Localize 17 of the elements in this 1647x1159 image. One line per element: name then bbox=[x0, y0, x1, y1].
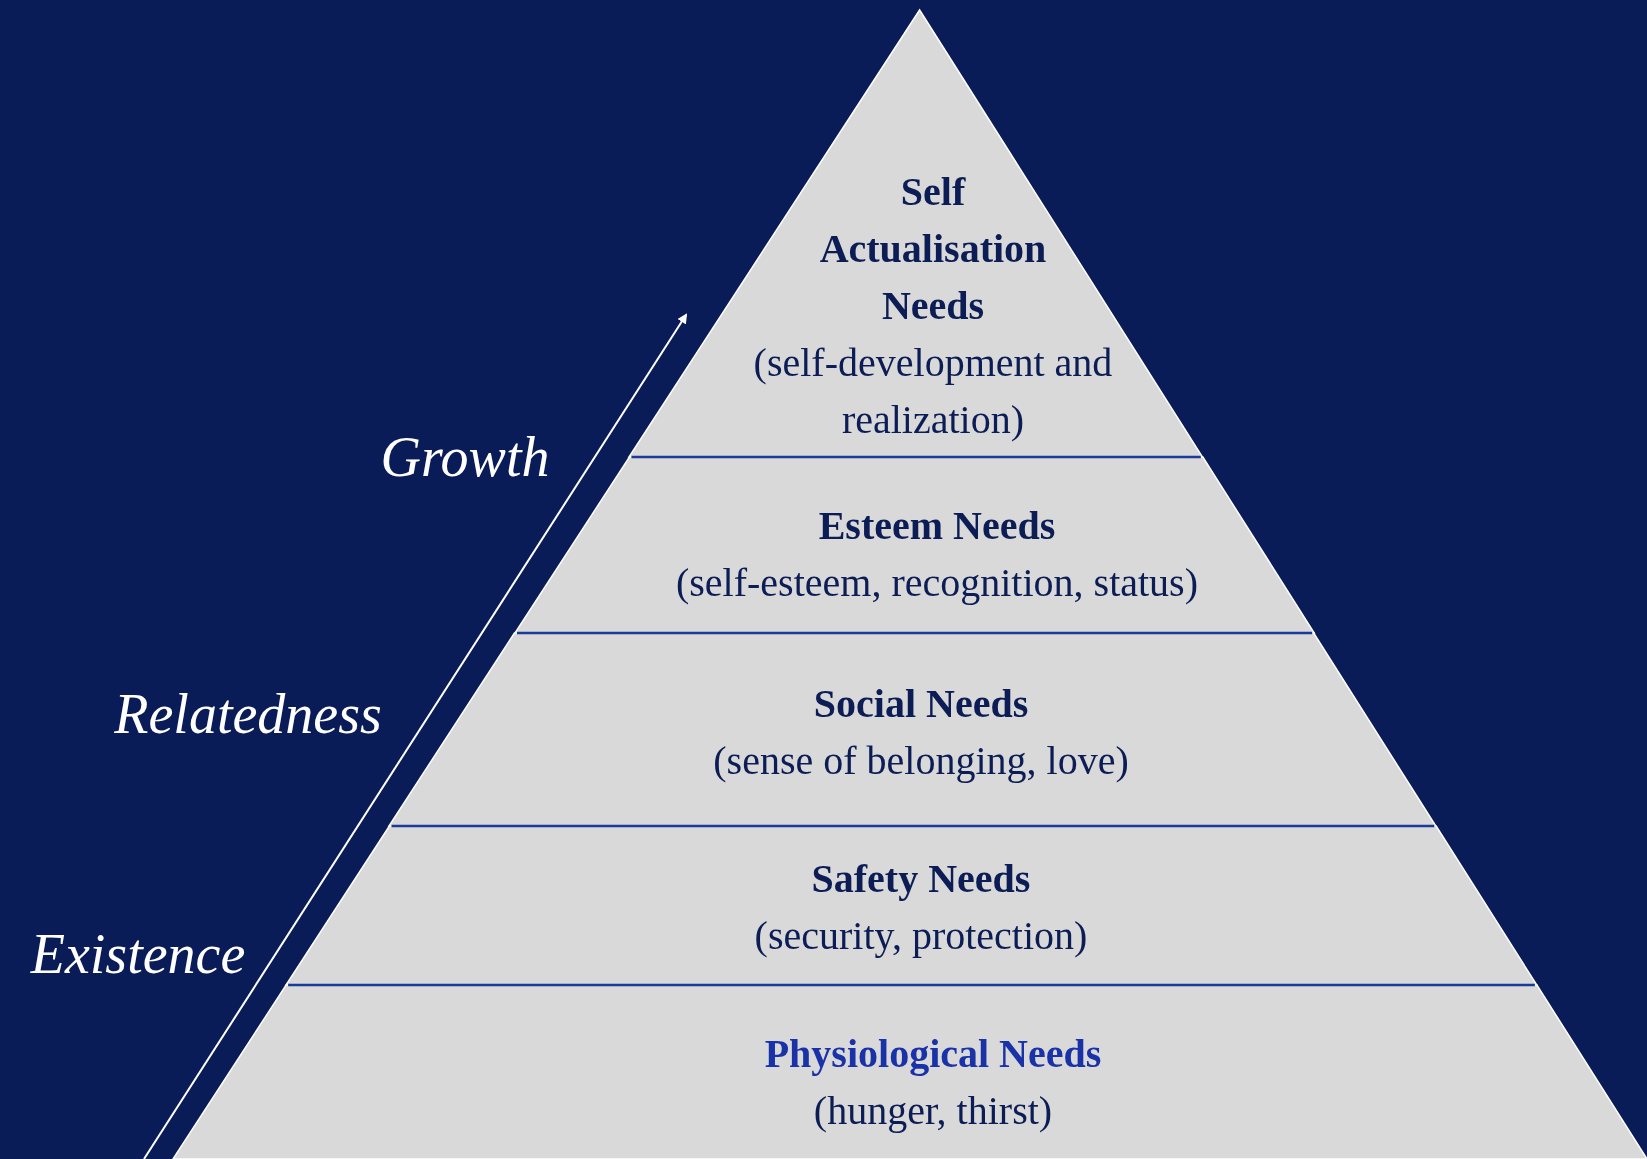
level-description: (self-esteem, recognition, status) bbox=[675, 559, 1198, 607]
level-heading: Social Needs bbox=[813, 680, 1029, 728]
pyramid-level bbox=[284, 825, 1539, 986]
level-heading: Safety Needs bbox=[811, 855, 1031, 903]
pyramid-level bbox=[171, 984, 1647, 1159]
level-group-label: Growth bbox=[380, 425, 550, 489]
level-heading: Self Actualisation Needs bbox=[818, 168, 1048, 330]
pyramid-level bbox=[628, 9, 1205, 458]
level-description: (hunger, thirst) bbox=[813, 1087, 1053, 1135]
level-group-label: Relatedness bbox=[114, 682, 382, 746]
level-description: (security, protection) bbox=[754, 912, 1088, 960]
level-heading: Esteem Needs bbox=[818, 502, 1056, 550]
pyramid-level bbox=[388, 632, 1438, 827]
level-description: (sense of belonging, love) bbox=[713, 737, 1129, 785]
level-group-label: Existence bbox=[30, 922, 246, 986]
level-heading: Physiological Needs bbox=[764, 1030, 1102, 1078]
level-description: (self-development and realization) bbox=[753, 339, 1113, 444]
